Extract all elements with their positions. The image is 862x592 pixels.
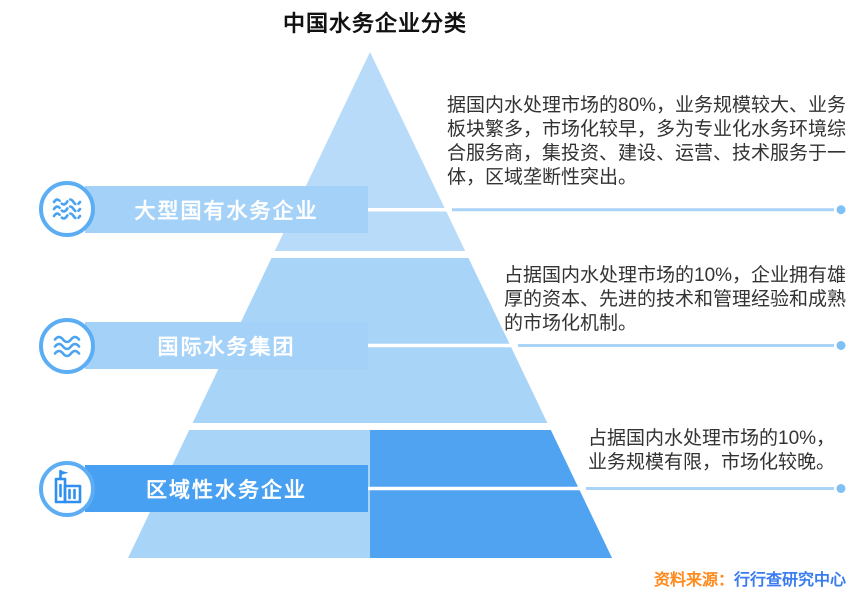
source-name: 行行查研究中心 [733, 572, 846, 589]
pyramid-tier-bottom-dark-half [370, 430, 612, 558]
tier-description-international-group: 占据国内水处理市场的10%，企业拥有雄厚的资本、先进的技术和管理经验和成熟的市场… [504, 265, 847, 334]
pyramid-tier-middle [192, 258, 548, 423]
waves-icon [39, 318, 95, 374]
source-note: 资料来源：行行查研究中心 [654, 566, 846, 590]
divider-stripe-3 [366, 486, 584, 491]
connector-dot-2 [836, 341, 846, 350]
ripple-waves-icon [39, 181, 95, 237]
tier-bar-regional: 区域性水务企业 [85, 465, 368, 512]
tier-description-large-state-owned: 据国内水处理市场的80%，业务规模较大、业务板块繁多，市场化较早，多为专业化水务… [447, 95, 847, 188]
factory-icon [39, 461, 95, 517]
tier-label-international-group: 国际水务集团 [157, 335, 296, 359]
tier-bar-international-group: 国际水务集团 [85, 322, 368, 369]
connector-dot-1 [836, 205, 846, 215]
tier-label-regional: 区域性水务企业 [146, 478, 307, 502]
tier-bar-large-state-owned: 大型国有水务企业 [85, 186, 368, 233]
source-label: 资料来源： [653, 572, 734, 589]
page-title: 中国水务企业分类 [282, 11, 467, 36]
divider-stripe-2 [366, 343, 516, 348]
tier-label-large-state-owned: 大型国有水务企业 [134, 199, 319, 223]
divider-stripe-1 [366, 208, 450, 212]
connector-dot-3 [836, 484, 846, 493]
tier-description-regional: 占据国内水处理市场的10%，业务规模有限，市场化较晚。 [588, 428, 836, 473]
